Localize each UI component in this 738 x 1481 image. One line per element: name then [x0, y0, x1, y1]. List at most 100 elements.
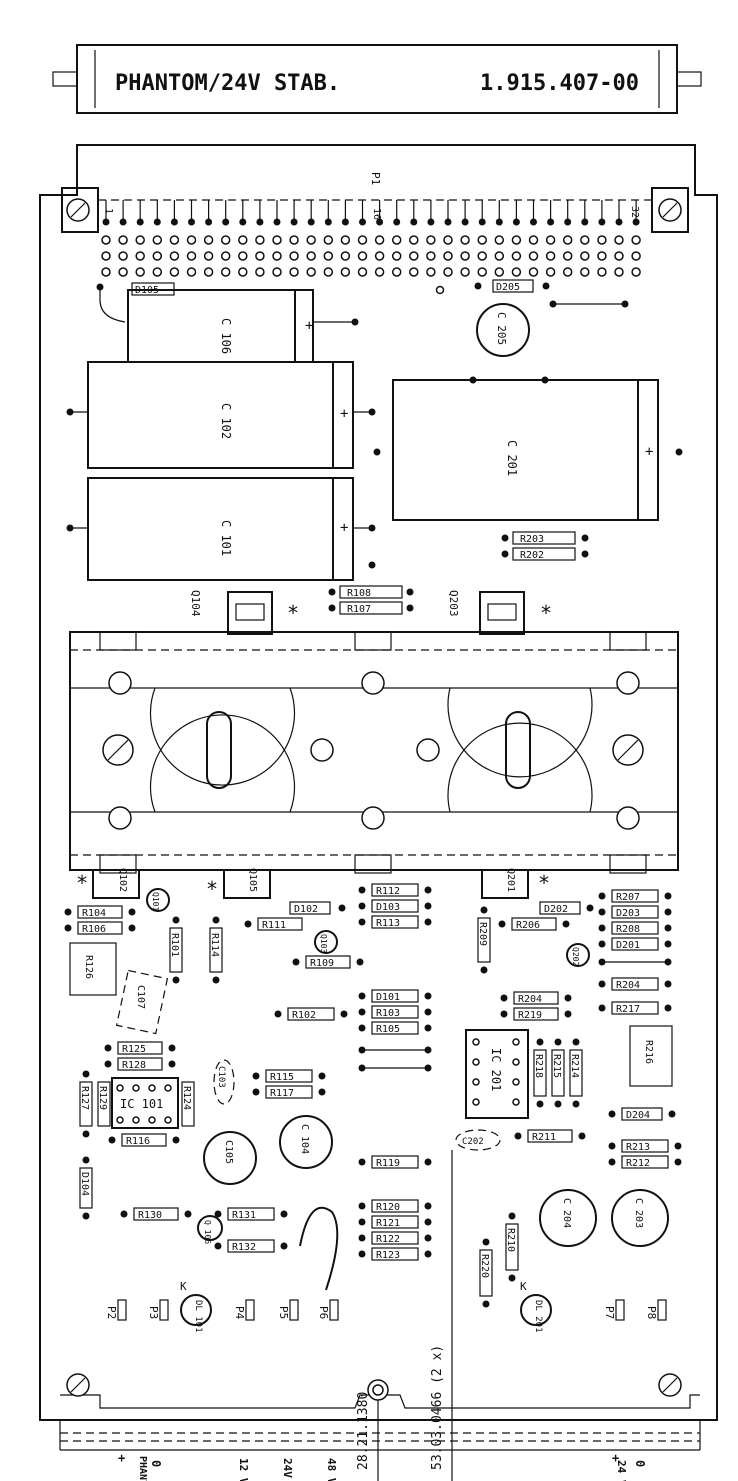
svg-text:R122: R122 [376, 1234, 400, 1245]
connector-pin [255, 251, 265, 261]
connector-pin [494, 267, 505, 277]
svg-text:C 102: C 102 [219, 403, 233, 439]
svg-text:*: * [538, 871, 550, 895]
connector-pin [477, 267, 487, 277]
connector-pin [220, 267, 231, 277]
svg-text:R125: R125 [122, 1044, 146, 1055]
svg-text:R109: R109 [310, 958, 334, 969]
svg-text:R132: R132 [232, 1242, 256, 1253]
testpoint-pad [289, 1299, 299, 1321]
svg-text:IC 101: IC 101 [120, 1097, 163, 1111]
svg-text:R119: R119 [376, 1158, 400, 1169]
diode-d104: D104 [79, 1156, 93, 1220]
testpoint-pad [117, 1299, 127, 1321]
resistor-r115-r117: R115 R117 [252, 1069, 326, 1099]
svg-text:Q101: Q101 [151, 892, 160, 911]
connector-pin [152, 235, 163, 245]
svg-text:C 101: C 101 [219, 520, 233, 556]
diode-d204: D204 [608, 1107, 676, 1121]
svg-text:R213: R213 [626, 1142, 650, 1153]
transistor-q103: Q103 [314, 930, 338, 954]
svg-text:R128: R128 [122, 1060, 146, 1071]
transistor-q201: Q201 * [481, 868, 550, 899]
capacitor-c107: C107 [115, 969, 169, 1035]
svg-text:R117: R117 [270, 1088, 294, 1099]
svg-text:0: 0 [633, 1460, 647, 1467]
connector-pin [426, 251, 436, 261]
connector-pin [118, 267, 128, 277]
connector-pin [101, 267, 111, 277]
resistor-block-d101: D101 R103 R105 [358, 989, 432, 1072]
svg-text:R107: R107 [347, 604, 371, 615]
transistor-q104: Q104 * [189, 590, 299, 635]
connector-pin [118, 251, 128, 261]
connector-pin [169, 235, 180, 245]
capacitor-c205: C 205 [476, 303, 530, 357]
connector-pin [443, 251, 453, 261]
connector-pin [186, 267, 197, 277]
capacitor-c105: C105 [203, 1131, 257, 1185]
connector-pin [289, 251, 299, 261]
capacitor-c204: C 204 [539, 1189, 597, 1247]
svg-text:R123: R123 [376, 1250, 400, 1261]
resistor-r204-r219: R204 R219 [500, 991, 572, 1021]
connector-pin [357, 267, 368, 277]
svg-text:Q 106: Q 106 [203, 1220, 212, 1244]
svg-text:R114: R114 [209, 933, 220, 957]
svg-text:R129: R129 [97, 1086, 108, 1110]
testpoint-pad [245, 1299, 255, 1321]
svg-text:R209: R209 [477, 922, 488, 946]
testpoint-label: P8 [645, 1306, 658, 1319]
testpoint-label: P2 [105, 1306, 118, 1319]
ref-number-1: 28.21.1380 [356, 1391, 371, 1470]
testpoint-label: P7 [603, 1306, 616, 1319]
led-dl201: DL 201 K [520, 1280, 552, 1333]
svg-text:C 201: C 201 [505, 440, 519, 476]
heatsink [69, 631, 679, 874]
part-number: 1.915.407-00 [480, 71, 639, 96]
svg-text:R126: R126 [83, 955, 94, 979]
connector-pin [238, 251, 248, 261]
transistor-q101: Q101 [146, 888, 170, 912]
svg-text:R130: R130 [138, 1210, 162, 1221]
connector-pin [545, 251, 556, 261]
resistor-r101: R101 [169, 916, 183, 984]
svg-text:R121: R121 [376, 1218, 400, 1229]
connector-pin [152, 267, 163, 277]
connector-pin [340, 235, 351, 245]
connector-pin [562, 251, 573, 261]
resistor-r111-d102: R111 D102 [244, 901, 346, 931]
connector-pin [135, 235, 145, 245]
connector-pin [306, 251, 316, 261]
svg-text:D204: D204 [626, 1110, 650, 1121]
connector-pin [528, 251, 539, 261]
svg-text:*: * [76, 871, 88, 895]
svg-text:IC 201: IC 201 [489, 1048, 503, 1091]
connector-label: P1 [369, 172, 382, 185]
connector-pin [135, 267, 145, 277]
svg-text:R214: R214 [569, 1054, 580, 1078]
connector-pin [631, 267, 641, 277]
connector-pin [203, 267, 214, 277]
resistor-r125-r128: R125 R128 [104, 1041, 176, 1071]
svg-text:R115: R115 [270, 1072, 294, 1083]
capacitor-c103: C103 [213, 1059, 235, 1105]
transistor-q105: Q105 * [206, 868, 271, 901]
svg-text:R203: R203 [520, 534, 544, 545]
svg-text:Q202: Q202 [571, 947, 580, 966]
svg-text:C 104: C 104 [299, 1124, 310, 1154]
connector-pin [614, 251, 624, 261]
svg-text:R204: R204 [616, 980, 640, 991]
resistor-r108-r107: R108 R107 [328, 585, 414, 615]
svg-text:R127: R127 [79, 1086, 90, 1110]
connector-pin [272, 251, 282, 261]
svg-text:R210: R210 [505, 1228, 516, 1252]
svg-text:D104: D104 [79, 1172, 90, 1196]
resistor-r204: R204 [598, 977, 672, 991]
svg-text:R105: R105 [376, 1024, 400, 1035]
svg-text:R204: R204 [518, 994, 542, 1005]
svg-text:0: 0 [149, 1460, 163, 1467]
connector-pin [186, 251, 197, 261]
connector-pin [306, 235, 316, 245]
